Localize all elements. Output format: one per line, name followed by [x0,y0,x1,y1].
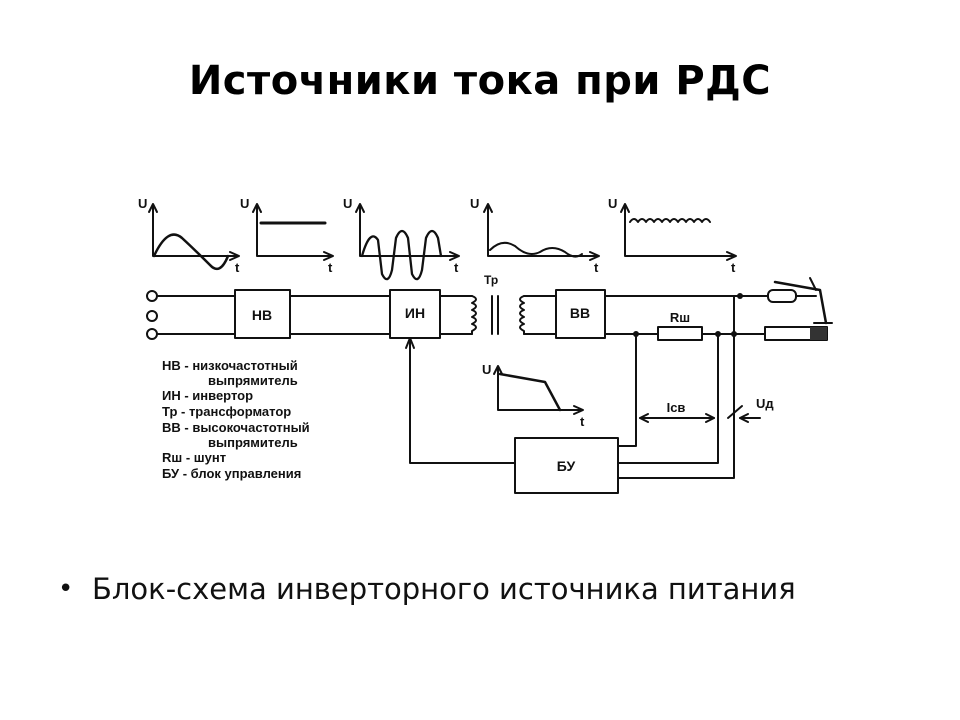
axis-t-label: t [454,260,459,275]
axis-u-label: U [138,196,147,211]
legend-line: ИН - инвертор [162,388,253,403]
block-vv-label: ВВ [570,305,590,321]
axis-t-label: t [731,260,736,275]
isv-label: Iсв [667,400,686,415]
control-wiring [405,295,737,479]
axis-u-label: U [482,362,491,377]
graph-hf-ac: U t [343,196,460,281]
graph-sine: U t [138,196,240,275]
block-bu-label: БУ [557,458,576,474]
axis-t-label: t [594,260,599,275]
bus-lines [156,295,766,335]
transformer: Тр [471,273,525,335]
legend-line: НВ - низкочастотный [162,358,298,373]
block-in: ИН [389,289,441,339]
legend-line: Тр - трансформатор [162,404,291,419]
graph-output-characteristic: U t [482,362,585,429]
transformer-label: Тр [484,273,498,287]
block-in-label: ИН [405,305,425,321]
shunt-resistor: Rш [657,310,703,341]
shunt-label: Rш [670,310,690,325]
block-nv-label: НВ [252,307,272,323]
block-diagram: U t U t U t U t U t [120,178,840,513]
bullet-item: • Блок-схема инверторного источника питан… [58,572,796,606]
ud-label: Uд [756,396,774,411]
ud-indicator: Uд [727,396,774,423]
graph-ripple: U t [608,196,737,275]
diagram-svg: U t U t U t U t U t [138,196,833,494]
axis-t-label: t [580,414,585,429]
axis-u-label: U [240,196,249,211]
workpiece [764,322,833,341]
legend-line: выпрямитель [208,373,298,388]
legend-line: выпрямитель [208,435,298,450]
bullet-dot-icon: • [58,574,74,604]
slide-title: Источники тока при РДС [188,58,772,104]
axis-u-label: U [343,196,352,211]
bullet-text: Блок-схема инверторного источника питани… [92,572,796,606]
axis-t-label: t [328,260,333,275]
legend-line: БУ - блок управления [162,466,301,481]
graph-dc: U t [240,196,334,275]
axis-u-label: U [470,196,479,211]
block-vv: ВВ [555,289,606,339]
block-nv: НВ [234,289,291,339]
graph-damped: U t [470,196,600,275]
block-bu: БУ [514,437,619,494]
legend-line: ВВ - высокочастотный [162,420,310,435]
legend: НВ - низкочастотный выпрямитель ИН - инв… [162,358,310,481]
legend-line: Rш - шунт [162,450,226,465]
electrode-holder [737,277,828,325]
isv-indicator: Iсв [639,400,715,423]
axis-u-label: U [608,196,617,211]
axis-t-label: t [235,260,240,275]
input-terminals [146,290,158,340]
